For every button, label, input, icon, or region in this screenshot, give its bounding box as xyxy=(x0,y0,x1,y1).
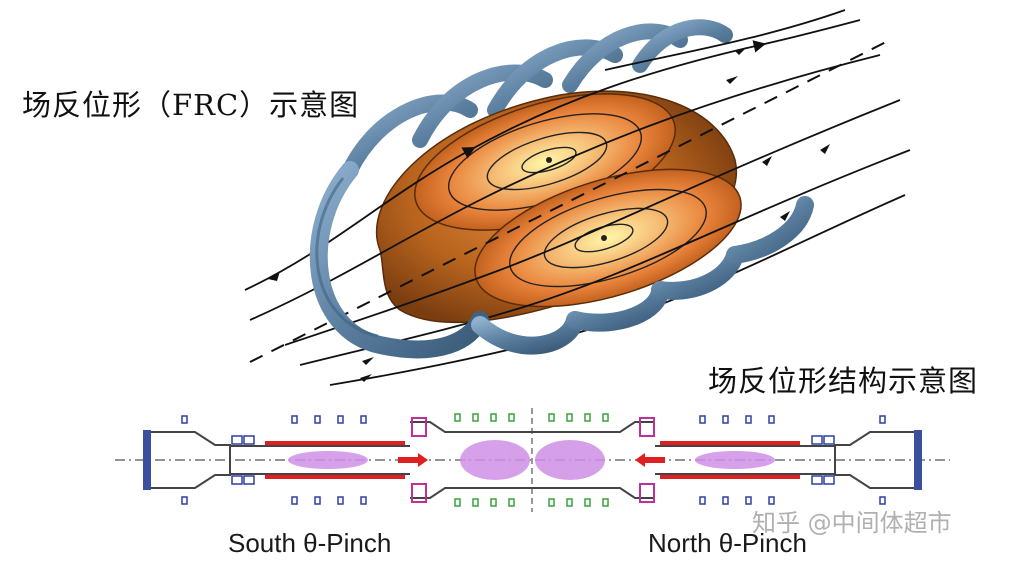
north-pinch-label: North θ-Pinch xyxy=(648,528,807,558)
left-end-chamber xyxy=(150,431,231,489)
translation-arrows xyxy=(398,453,665,467)
plasmoids xyxy=(288,440,775,480)
structure-diagram-title: 场反位形结构示意图 xyxy=(708,364,979,398)
right-end-chamber xyxy=(834,431,915,489)
pinch-coils xyxy=(265,441,800,479)
coil-front-shade xyxy=(315,177,379,338)
watermark: 知乎 @中间体超市 xyxy=(752,509,952,537)
end-flanges xyxy=(231,435,835,485)
flanges xyxy=(411,417,655,503)
confinement-coils xyxy=(454,413,609,507)
lower-torus-section xyxy=(474,168,742,308)
formation-tubes xyxy=(230,445,835,475)
frc-diagram-title: 场反位形（FRC）示意图 xyxy=(22,88,360,122)
right-end-plate xyxy=(914,430,922,490)
coil-front xyxy=(309,161,814,359)
field-line-arrows xyxy=(268,47,830,382)
south-pinch-label: South θ-Pinch xyxy=(228,528,392,558)
small-coils xyxy=(181,415,886,505)
left-end-plate xyxy=(143,430,151,490)
